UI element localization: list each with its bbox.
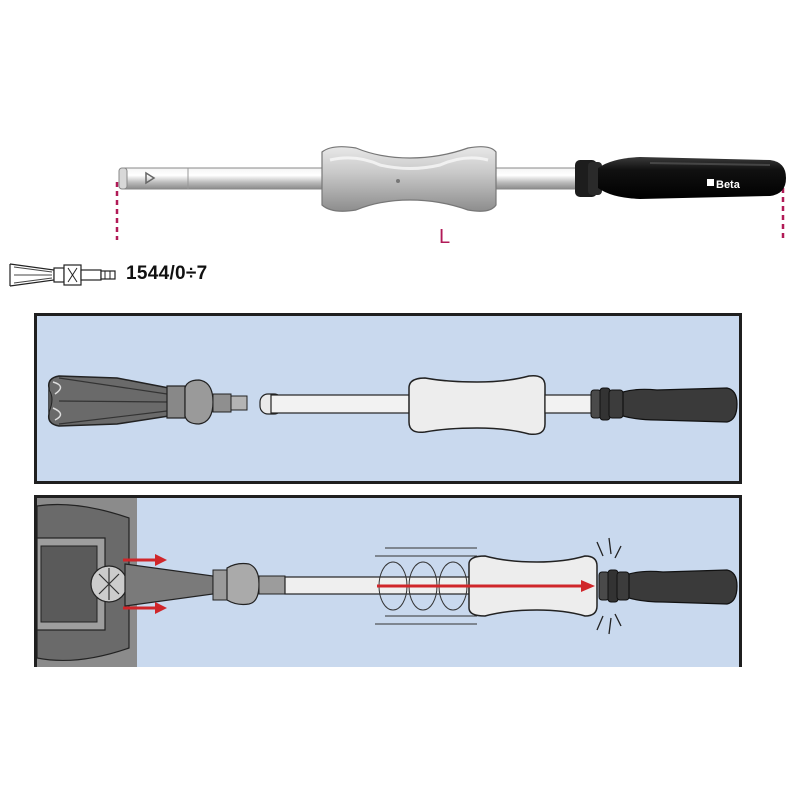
handle [598, 157, 786, 199]
puller-collet-icon [9, 263, 116, 287]
usage-panel [34, 495, 742, 667]
brand-logo: Beta [716, 179, 741, 191]
force-arrow-icon [123, 554, 167, 614]
slide-hammer-photo: Beta [115, 146, 786, 240]
dimension-label: L [439, 226, 451, 248]
assembly-panel [34, 313, 742, 484]
impact-lines-icon [596, 537, 622, 635]
slide-hammer-icon [47, 374, 738, 436]
sliding-mass [321, 146, 497, 212]
part-number: 1544/0÷7 [126, 263, 208, 284]
